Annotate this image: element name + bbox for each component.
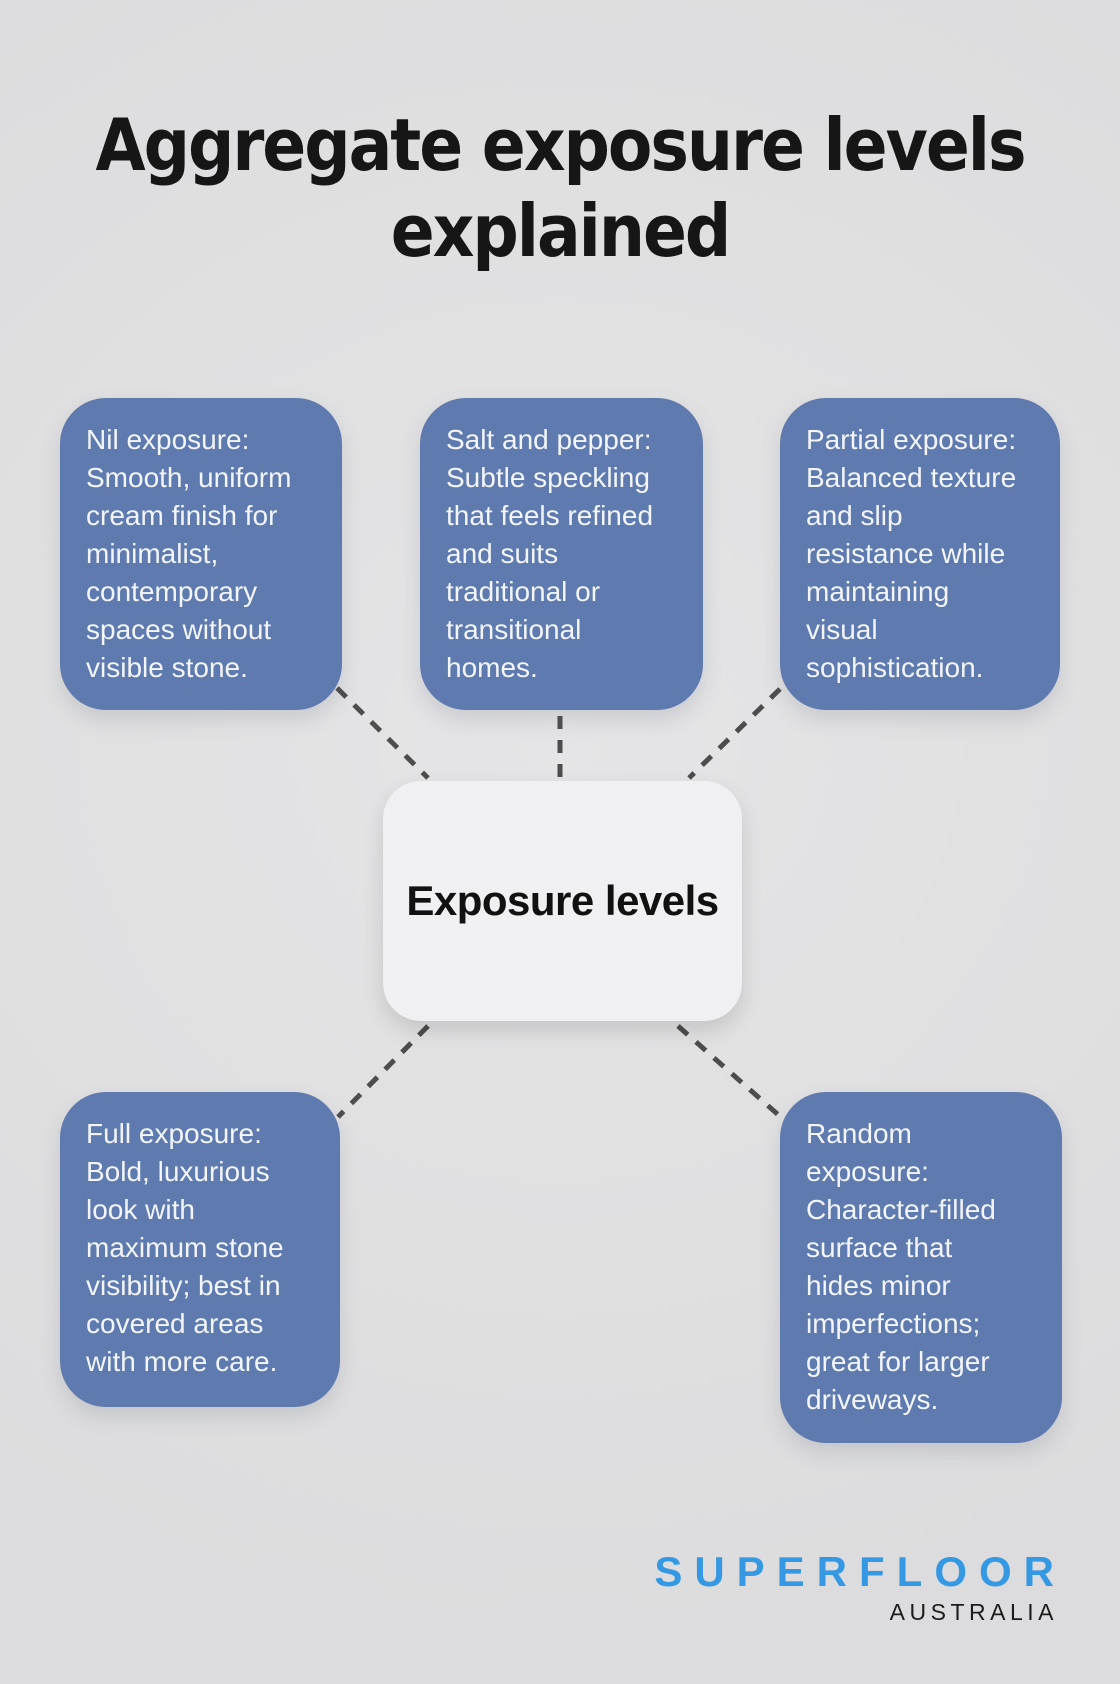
node-nil-exposure-text: Nil exposure: Smooth, uniform cream fini… <box>86 424 292 683</box>
brand-region: AUSTRALIA <box>889 1599 1058 1625</box>
node-full-exposure: Full exposure: Bold, luxurious look with… <box>60 1092 340 1407</box>
page-title: Aggregate exposure levels explained <box>95 103 1026 273</box>
node-random-exposure-text: Random exposure: Character-filled surfac… <box>806 1118 996 1415</box>
node-nil-exposure: Nil exposure: Smooth, uniform cream fini… <box>60 398 342 710</box>
connector-line-random <box>676 1024 785 1121</box>
node-random-exposure: Random exposure: Character-filled surfac… <box>780 1092 1062 1443</box>
node-partial-exposure-text: Partial exposure: Balanced texture and s… <box>806 424 1017 683</box>
node-partial-exposure: Partial exposure: Balanced texture and s… <box>780 398 1060 710</box>
superfloor-logo: SUPERFLOOR AUSTRALIA <box>654 1548 1054 1626</box>
connector-line-full <box>336 1024 430 1119</box>
node-salt-and-pepper: Salt and pepper: Subtle speckling that f… <box>420 398 703 710</box>
node-salt-and-pepper-text: Salt and pepper: Subtle speckling that f… <box>446 424 654 683</box>
connector-line-partial <box>687 687 782 780</box>
center-node-label: Exposure levels <box>406 877 719 924</box>
connector-line-nil <box>335 686 430 780</box>
center-node-exposure-levels: Exposure levels <box>383 781 742 1021</box>
node-full-exposure-text: Full exposure: Bold, luxurious look with… <box>86 1118 284 1377</box>
brand-name: SUPERFLOOR <box>654 1548 1066 1595</box>
